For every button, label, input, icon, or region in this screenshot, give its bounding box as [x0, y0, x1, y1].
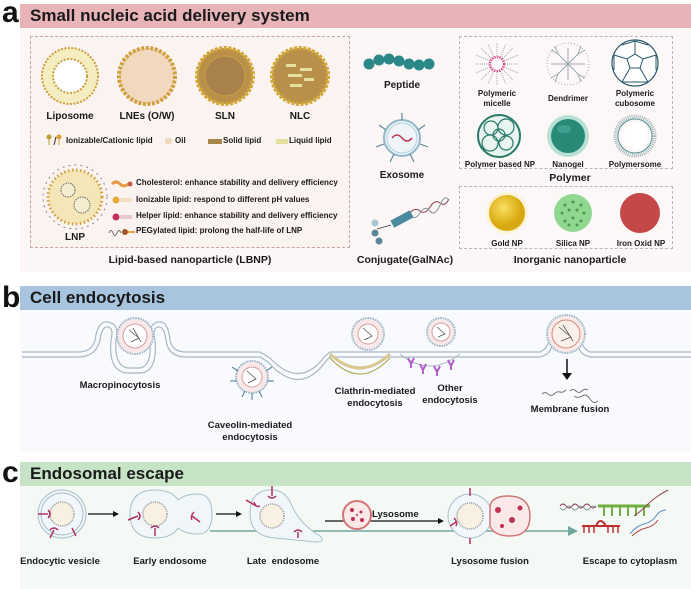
label-sln: SLN — [215, 111, 235, 122]
solid-lipid-swatch — [208, 139, 222, 144]
label-polymeric-micelle: Polymeric micelle — [467, 89, 527, 109]
label-lysosome-fusion: Lysosome fusion — [451, 556, 529, 567]
section-title-c: Endosomal escape — [30, 464, 185, 483]
label-caveolin-line2: endocytosis — [222, 432, 278, 443]
section-bar-c — [20, 462, 691, 486]
legend-liquid-lipid: Liquid lipid — [289, 136, 332, 145]
nanogel-icon — [547, 115, 589, 157]
label-caveolin-line1: Caveolin-mediated — [207, 420, 293, 431]
lnes-icon — [117, 46, 177, 106]
label-clathrin-mediated-endocytosis: Clathrin-mediated endocytosis — [320, 386, 430, 410]
cholesterol-icon — [110, 180, 133, 188]
label-membrane-fusion: Membrane fusion — [530, 404, 610, 415]
legend-pegylated-lipid: PEGylated lipid: prolong the half-life o… — [136, 226, 303, 235]
label-silica-np: Silica NP — [555, 239, 591, 248]
gold-np-icon — [486, 192, 528, 234]
polymersome-icon — [613, 114, 657, 158]
label-nanogel: Nanogel — [552, 160, 584, 169]
helper-lipid-icon — [112, 213, 132, 221]
sln-icon — [195, 46, 255, 106]
liquid-lipid-swatch — [276, 139, 288, 144]
peptide-icon — [363, 53, 435, 71]
legend-solid-lipid: Solid lipid — [223, 136, 262, 145]
pegylated-lipid-icon — [108, 229, 135, 236]
legend-oil: Oil — [175, 136, 186, 145]
caveolin-nanoparticle-icon — [230, 360, 274, 400]
label-nlc: NLC — [289, 111, 311, 122]
polymer-based-np-icon — [477, 114, 521, 158]
label-gold-np: Gold NP — [491, 239, 523, 248]
galnac-conjugate-icon — [371, 197, 450, 245]
lysosome-icon — [342, 500, 372, 530]
label-other-line1: Other — [437, 383, 463, 394]
nlc-icon — [270, 46, 330, 106]
label-dendrimer: Dendrimer — [547, 94, 588, 103]
label-late-endosome: Late endosome — [246, 556, 320, 567]
endosomal-pathway-diagram — [37, 486, 669, 544]
label-polymeric-micelle-line2: micelle — [483, 99, 511, 108]
cell-membrane — [22, 321, 691, 381]
label-lbnp-group: Lipid-based nanoparticle (LBNP) — [108, 254, 272, 266]
label-exosome: Exosome — [379, 170, 425, 181]
polymeric-micelle-icon — [475, 42, 519, 86]
label-polymeric-cubosome: Polymeric cubosome — [605, 89, 665, 109]
section-bar-a — [20, 4, 691, 28]
oil-swatch — [165, 138, 172, 144]
down-arrow-icon — [562, 359, 572, 380]
label-iron-oxide-np: Iron Oxid NP — [616, 239, 666, 248]
label-lnp: LNP — [65, 232, 85, 243]
label-clathrin-line2: endocytosis — [347, 398, 403, 409]
label-other-line2: endocytosis — [422, 395, 478, 406]
section-title-a: Small nucleic acid delivery system — [30, 6, 310, 25]
label-polymer-group: Polymer — [549, 172, 591, 184]
label-lnes: LNEs (O/W) — [119, 111, 175, 122]
label-escape-to-cytoplasm: Escape to cytoplasm — [582, 556, 678, 567]
label-lysosome: Lysosome — [372, 509, 419, 520]
polymeric-cubosome-icon — [611, 39, 659, 87]
panel-letter-b: b — [2, 281, 21, 314]
label-polymersome: Polymersome — [608, 160, 662, 169]
label-caveolin-mediated-endocytosis: Caveolin-mediated endocytosis — [195, 420, 305, 444]
other-endocytosis-nanoparticle-icon — [426, 317, 456, 347]
clathrin-nanoparticle-icon — [351, 317, 385, 351]
ionizable-cationic-lipid-icon — [46, 134, 62, 146]
liposome-icon — [41, 47, 99, 105]
lnp-icon — [42, 164, 108, 230]
label-other-endocytosis: Other endocytosis — [415, 383, 485, 407]
panel-letter-a: a — [2, 0, 19, 29]
macropinocytosis-nanoparticle-icon — [116, 317, 154, 355]
label-endocytic-vesicle: Endocytic vesicle — [20, 556, 100, 567]
label-polymeric-cubosome-line2: cubosome — [614, 99, 655, 108]
label-liposome: Liposome — [46, 111, 94, 122]
legend-cholesterol: Cholesterol: enhance stability and deliv… — [136, 178, 338, 187]
label-peptide: Peptide — [383, 80, 421, 91]
ionizable-lipid-icon — [112, 196, 132, 204]
label-conjugate: Conjugate(GalNAc) — [356, 254, 454, 266]
exosome-icon — [375, 113, 429, 163]
legend-ionizable-cationic-lipid: Ionizable/Cationic lipid — [66, 136, 153, 145]
iron-oxide-np-icon — [620, 193, 660, 233]
legend-helper-lipid: Helper lipid: enhance stability and deli… — [136, 211, 338, 220]
section-bar-b — [20, 286, 691, 310]
label-polymeric-cubosome-line1: Polymeric — [615, 89, 655, 98]
label-early-endosome: Early endosome — [133, 556, 207, 567]
label-polymeric-micelle-line1: Polymeric — [477, 89, 517, 98]
label-macropinocytosis: Macropinocytosis — [79, 380, 161, 391]
section-title-b: Cell endocytosis — [30, 288, 166, 307]
label-clathrin-line1: Clathrin-mediated — [334, 386, 416, 397]
legend-ionizable-lipid: Ionizable lipid: respond to different pH… — [136, 195, 310, 204]
membrane-fusion-nanoparticle-icon — [546, 314, 586, 354]
label-inorganic-group: Inorganic nanoparticle — [513, 254, 627, 266]
silica-np-icon — [554, 194, 592, 232]
released-nucleic-acid-icon — [541, 388, 599, 404]
dendrimer-icon — [546, 42, 590, 86]
label-polymer-based-np: Polymer based NP — [464, 160, 536, 169]
panel-letter-c: c — [2, 456, 19, 489]
